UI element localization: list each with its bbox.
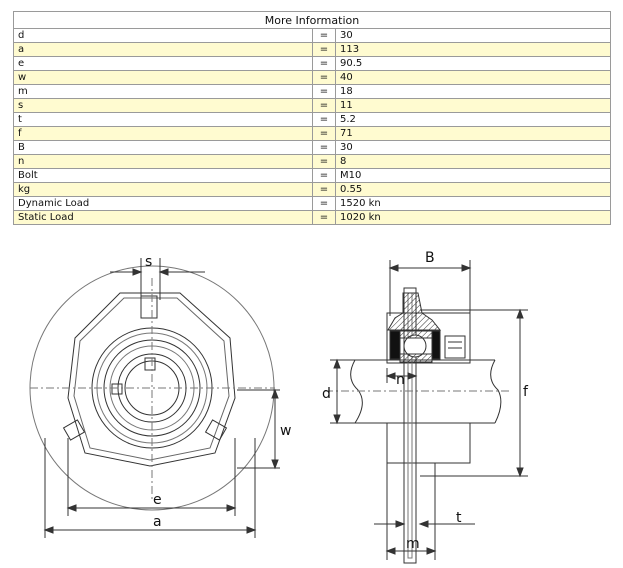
label-f: f — [523, 384, 529, 400]
row-value: 18 — [335, 84, 611, 99]
table-title: More Information — [13, 11, 611, 29]
row-value: 11 — [335, 98, 611, 113]
row-value: 40 — [335, 70, 611, 85]
row-value: 8 — [335, 154, 611, 169]
row-value: 113 — [335, 42, 611, 57]
table-row: e=90.5 — [13, 56, 611, 71]
row-eq: = — [312, 28, 336, 43]
table-row: w=40 — [13, 70, 611, 85]
row-key: m — [13, 84, 313, 99]
row-eq: = — [312, 98, 336, 113]
row-key: d — [13, 28, 313, 43]
row-eq: = — [312, 182, 336, 197]
top-bolt-slot — [140, 295, 158, 319]
table-row: m=18 — [13, 84, 611, 99]
row-eq: = — [312, 196, 336, 211]
label-e: e — [153, 492, 162, 508]
row-eq: = — [312, 154, 336, 169]
row-value: 0.55 — [335, 182, 611, 197]
set-screw-left — [111, 383, 123, 395]
row-value: 30 — [335, 28, 611, 43]
row-eq: = — [312, 126, 336, 141]
table-row: s=11 — [13, 98, 611, 113]
triangular-housing — [67, 292, 236, 467]
row-key: t — [13, 112, 313, 127]
row-eq: = — [312, 168, 336, 183]
table-row: t=5.2 — [13, 112, 611, 127]
table-body: d=30 a=113 e=90.5 w=40 m=18 s=11 t=5.2 f… — [13, 28, 611, 225]
set-screw-top — [144, 357, 156, 371]
row-key: kg — [13, 182, 313, 197]
row-value: 71 — [335, 126, 611, 141]
bearing-technical-drawing: s w e a — [29, 250, 529, 564]
right-bolt-slot — [204, 419, 228, 441]
row-key: Bolt — [13, 168, 313, 183]
row-key: n — [13, 154, 313, 169]
row-eq: = — [312, 70, 336, 85]
row-value: 90.5 — [335, 56, 611, 71]
row-value: M10 — [335, 168, 611, 183]
row-value: 1020 kn — [335, 210, 611, 225]
row-eq: = — [312, 112, 336, 127]
table-row: Bolt=M10 — [13, 168, 611, 183]
row-value: 30 — [335, 140, 611, 155]
front-view — [29, 258, 280, 538]
row-eq: = — [312, 84, 336, 99]
label-a: a — [153, 514, 162, 530]
table-row: Static Load=1020 kn — [13, 210, 611, 225]
label-d: d — [322, 386, 331, 402]
table-row: n=8 — [13, 154, 611, 169]
row-key: Dynamic Load — [13, 196, 313, 211]
label-m: m — [406, 536, 420, 552]
row-key: B — [13, 140, 313, 155]
label-B: B — [425, 250, 435, 266]
more-information-table: More Information d=30 a=113 e=90.5 w=40 … — [13, 11, 611, 225]
row-key: Static Load — [13, 210, 313, 225]
table-row: f=71 — [13, 126, 611, 141]
label-n: n — [396, 372, 405, 388]
left-bolt-slot — [62, 419, 86, 441]
row-key: a — [13, 42, 313, 57]
row-eq: = — [312, 210, 336, 225]
row-key: s — [13, 98, 313, 113]
label-t: t — [456, 510, 462, 526]
row-key: e — [13, 56, 313, 71]
row-value: 1520 kn — [335, 196, 611, 211]
row-key: f — [13, 126, 313, 141]
row-eq: = — [312, 56, 336, 71]
table-row: kg=0.55 — [13, 182, 611, 197]
table-row: B=30 — [13, 140, 611, 155]
row-eq: = — [312, 140, 336, 155]
row-key: w — [13, 70, 313, 85]
table-row: a=113 — [13, 42, 611, 57]
row-eq: = — [312, 42, 336, 57]
row-value: 5.2 — [335, 112, 611, 127]
label-w: w — [280, 423, 291, 439]
table-row: Dynamic Load=1520 kn — [13, 196, 611, 211]
label-s: s — [145, 254, 152, 270]
table-row: d=30 — [13, 28, 611, 43]
side-section-view — [325, 260, 528, 564]
